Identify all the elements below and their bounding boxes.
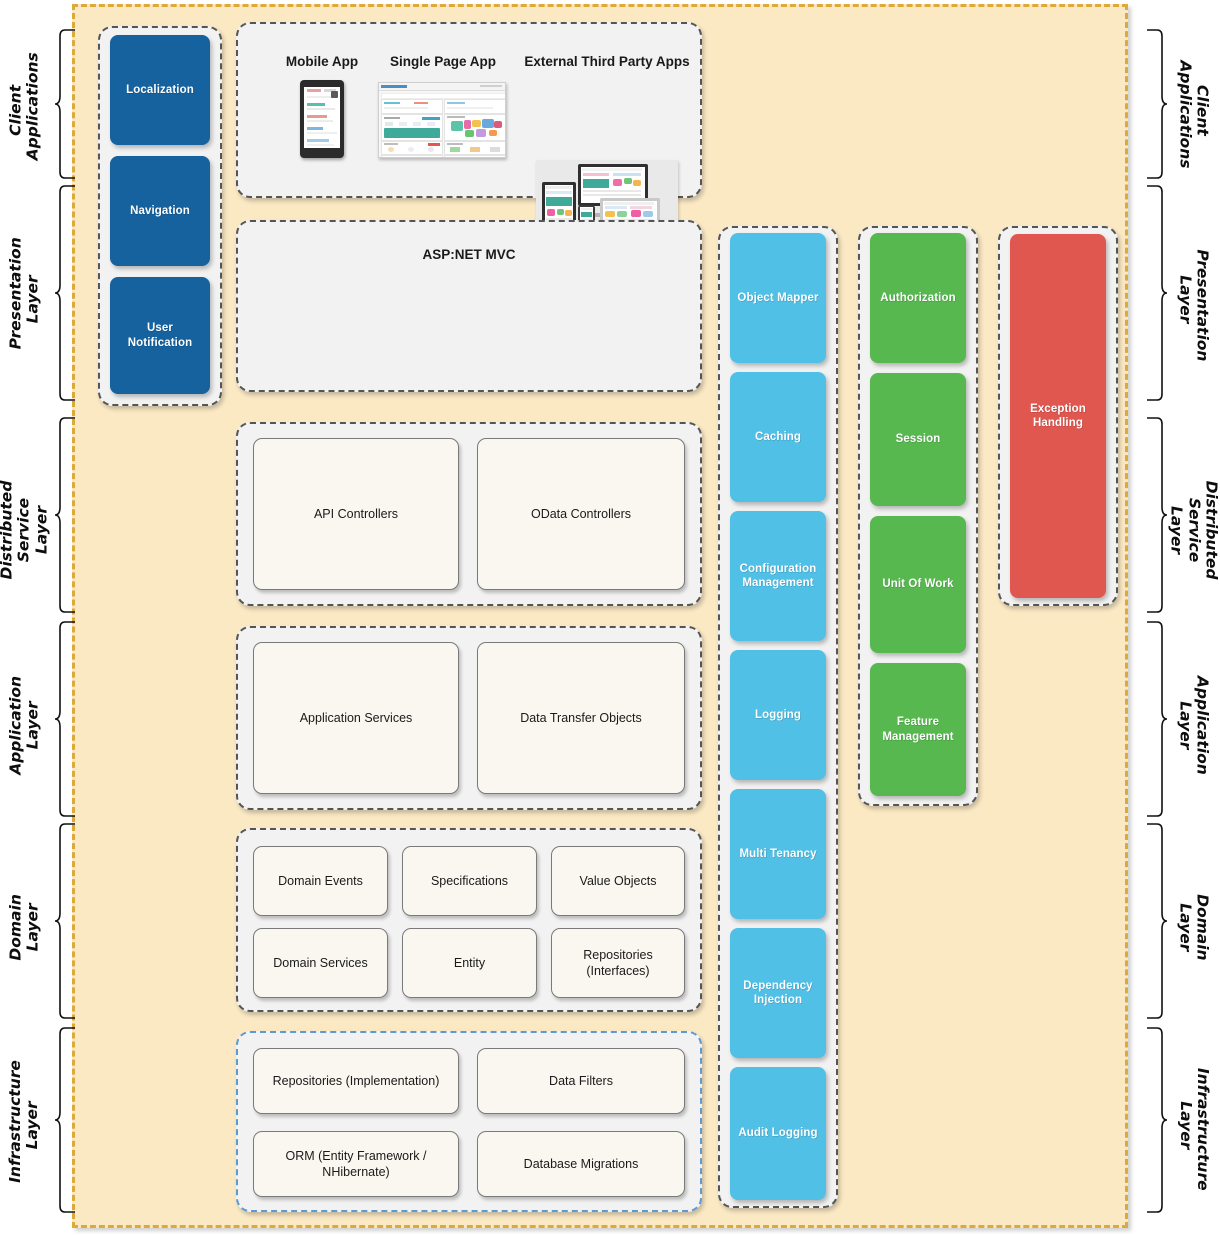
box-label: Specifications	[430, 873, 509, 888]
box-domain-services[interactable]: Domain Services	[253, 928, 388, 998]
tile-label: Caching	[754, 430, 802, 443]
box-data-filters[interactable]: Data Filters	[477, 1048, 685, 1114]
box-database-migrations[interactable]: Database Migrations	[477, 1131, 685, 1197]
tile-label: Logging	[754, 708, 802, 721]
box-value-objects[interactable]: Value Objects	[551, 846, 685, 916]
tile-label: Multi Tenancy	[739, 847, 817, 860]
box-api-controllers[interactable]: API Controllers	[253, 438, 459, 590]
layer-label-left-presentation-layer: Presentation Layer	[6, 237, 42, 350]
tile-audit-logging[interactable]: Audit Logging	[730, 1067, 826, 1200]
layer-label-left-distributed-service-layer: Distributed Service Layer	[0, 480, 51, 580]
tile-unit-of-work[interactable]: Unit Of Work	[870, 516, 966, 653]
layer-label-right-application-layer: Application Layer	[1176, 675, 1212, 775]
box-entity[interactable]: Entity	[402, 928, 537, 998]
tile-label: Exception Handling	[1030, 402, 1086, 429]
box-application-services[interactable]: Application Services	[253, 642, 459, 794]
box-data-transfer-objects[interactable]: Data Transfer Objects	[477, 642, 685, 794]
tile-label: Audit Logging	[738, 1127, 818, 1140]
layer-label-left-client-applications: Client Applications	[6, 52, 42, 161]
box-label: Repositories (Implementation)	[272, 1073, 440, 1088]
tile-dependency-injection[interactable]: Dependency Injection	[730, 928, 826, 1058]
box-label: ORM (Entity Framework / NHibernate)	[285, 1148, 427, 1179]
presentation-panel	[236, 220, 702, 392]
tile-logging[interactable]: Logging	[730, 650, 826, 780]
tile-label: Navigation	[130, 204, 190, 217]
browser-dashboard-thumbnail	[378, 82, 506, 158]
box-specifications[interactable]: Specifications	[402, 846, 537, 916]
tile-localization[interactable]: Localization	[110, 35, 210, 145]
box-odata-controllers[interactable]: OData Controllers	[477, 438, 685, 590]
tile-label: User Notification	[127, 322, 193, 349]
box-label: OData Controllers	[530, 506, 632, 521]
tablet-icon	[542, 182, 576, 226]
box-domain-events[interactable]: Domain Events	[253, 846, 388, 916]
client-app-label-mobile-app: Mobile App	[285, 54, 359, 69]
tile-caching[interactable]: Caching	[730, 372, 826, 502]
tile-multi-tenancy[interactable]: Multi Tenancy	[730, 789, 826, 919]
client-app-label-external-third-party-apps: External Third Party Apps	[524, 54, 690, 69]
right-braces	[1147, 29, 1168, 1213]
tile-session[interactable]: Session	[870, 373, 966, 506]
tile-navigation[interactable]: Navigation	[110, 156, 210, 266]
layer-label-right-distributed-service-layer: Distributed Service Layer	[1167, 480, 1220, 580]
tile-label: Session	[895, 433, 941, 446]
box-label: Application Services	[299, 710, 413, 725]
client-app-label-single-page-app: Single Page App	[389, 54, 497, 69]
layer-label-left-infrastructure-layer: Infrastructure Layer	[6, 1060, 42, 1183]
tile-label: Localization	[126, 83, 194, 96]
tile-user-notification[interactable]: User Notification	[110, 277, 210, 394]
box-repositories-implementation[interactable]: Repositories (Implementation)	[253, 1048, 459, 1114]
layer-label-right-infrastructure-layer: Infrastructure Layer	[1176, 1067, 1212, 1191]
box-label: Database Migrations	[523, 1156, 639, 1171]
tile-label: Object Mapper	[737, 291, 819, 304]
box-label: Data Transfer Objects	[520, 710, 642, 725]
layer-label-left-application-layer: Application Layer	[6, 675, 42, 775]
tile-object-mapper[interactable]: Object Mapper	[730, 233, 826, 363]
box-label: API Controllers	[313, 506, 399, 521]
tile-label: Unit Of Work	[882, 578, 954, 591]
layer-label-right-presentation-layer: Presentation Layer	[1176, 249, 1212, 362]
box-label: Entity	[453, 955, 486, 970]
tile-configuration-management[interactable]: Configuration Management	[730, 511, 826, 641]
box-repositories-interfaces[interactable]: Repositories (Interfaces)	[551, 928, 685, 998]
tile-label: Dependency Injection	[743, 979, 813, 1006]
tile-authorization[interactable]: Authorization	[870, 233, 966, 363]
phone-thumbnail	[300, 80, 344, 158]
tile-exception-handling[interactable]: Exception Handling	[1010, 234, 1106, 598]
box-label: Domain Services	[273, 955, 368, 970]
layer-label-right-client-applications: Client Applications	[1176, 60, 1212, 169]
tile-label: Feature Management	[882, 716, 954, 743]
tile-feature-management[interactable]: Feature Management	[870, 663, 966, 796]
layer-label-left-domain-layer: Domain Layer	[6, 894, 42, 961]
presentation-title: ASP:NET MVC	[422, 247, 516, 262]
left-braces	[54, 29, 75, 1213]
box-label: Domain Events	[278, 873, 363, 888]
box-orm[interactable]: ORM (Entity Framework / NHibernate)	[253, 1131, 459, 1197]
tile-label: Authorization	[880, 291, 956, 304]
box-label: Value Objects	[579, 873, 657, 888]
box-label: Data Filters	[549, 1073, 613, 1088]
box-label: Repositories (Interfaces)	[583, 947, 653, 978]
desktop-monitor-icon	[578, 164, 648, 206]
layer-label-right-domain-layer: Domain Layer	[1176, 894, 1212, 961]
tile-label: Configuration Management	[739, 562, 817, 589]
